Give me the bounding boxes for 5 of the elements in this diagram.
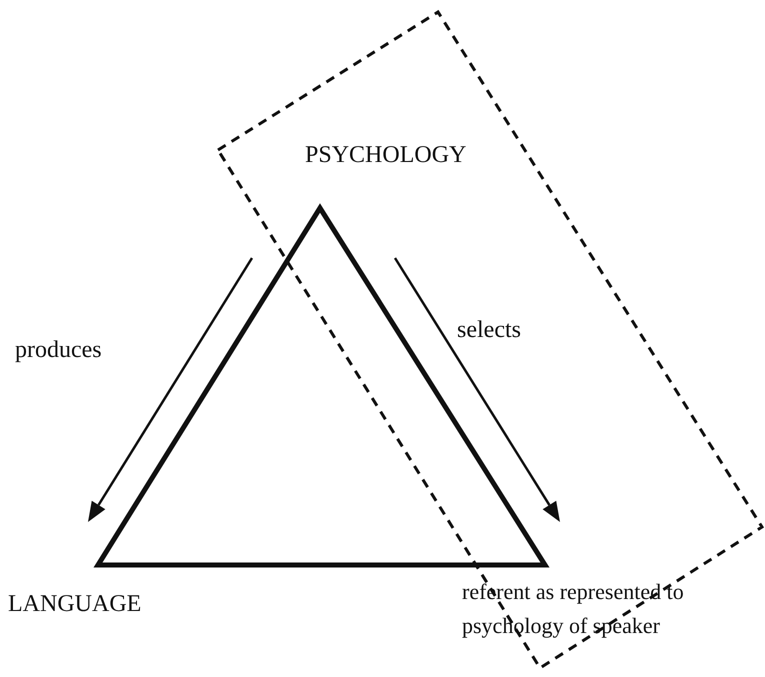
arrow-label: selects bbox=[457, 316, 521, 344]
node-label: LANGUAGE bbox=[8, 589, 183, 619]
arrow-label: produces bbox=[15, 336, 102, 364]
node-label: PSYCHOLOGY bbox=[305, 140, 505, 170]
node-label: referent as represented to psychology of speaker bbox=[462, 575, 760, 643]
